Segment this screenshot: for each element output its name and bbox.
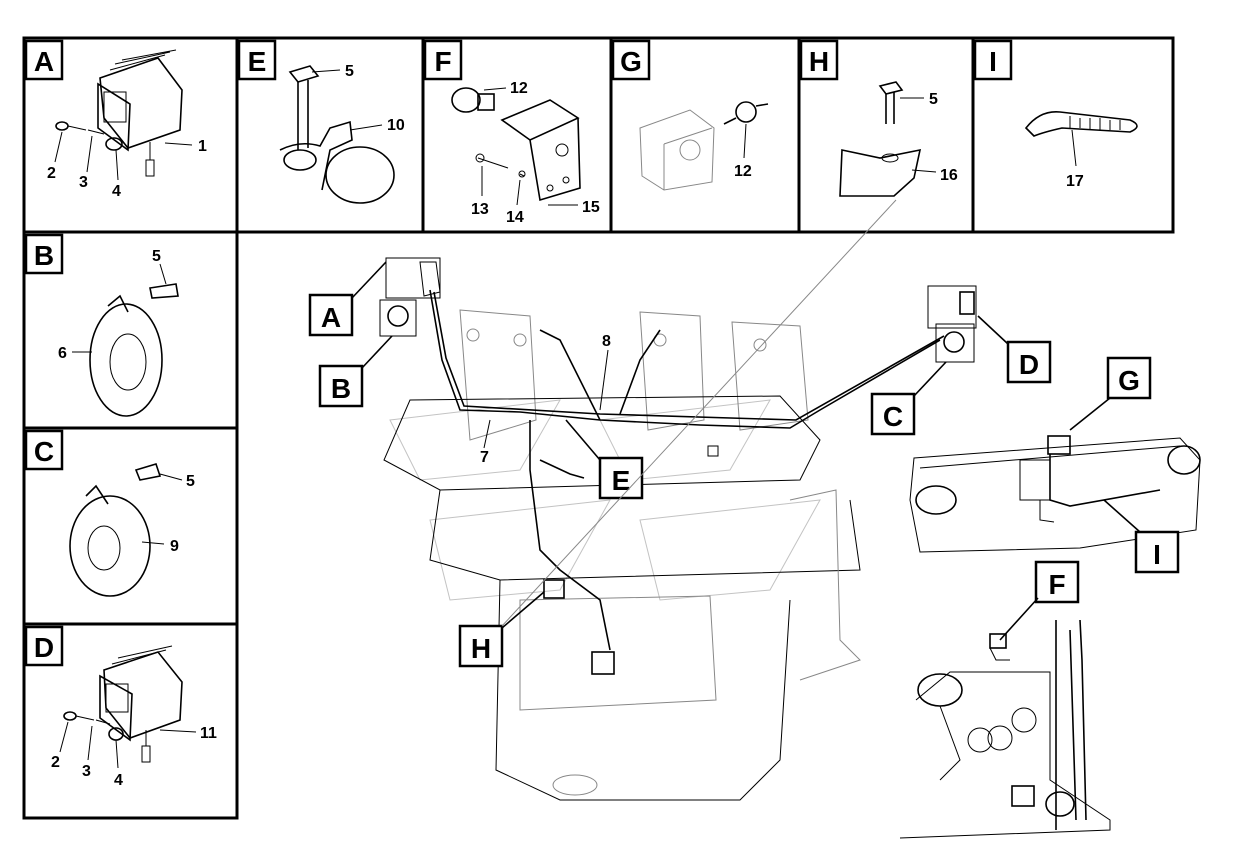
machine-frame bbox=[383, 309, 861, 801]
main-label-f: F bbox=[999, 560, 1080, 641]
screw-washer-icon bbox=[475, 153, 526, 178]
callout-2: 2 bbox=[51, 754, 60, 771]
callout-15: 15 bbox=[582, 199, 600, 216]
main-label-c: C bbox=[870, 361, 947, 436]
panel-letter: I bbox=[989, 46, 997, 77]
connector-bracket-icon bbox=[839, 148, 922, 197]
callout-13: 13 bbox=[471, 201, 489, 218]
panel-a: A 1 2 3 4 bbox=[22, 36, 239, 234]
bolt-icon bbox=[288, 65, 320, 150]
main-label-h: H bbox=[458, 199, 897, 668]
pipe-clamp-icon bbox=[279, 120, 395, 204]
switch-icon bbox=[723, 101, 769, 125]
lamp-location-d bbox=[927, 285, 977, 329]
panel-f: F 12 13 14 15 bbox=[421, 36, 613, 234]
lamp-small-parts-icon bbox=[55, 121, 123, 151]
svg-text:E: E bbox=[612, 465, 631, 496]
horn-icon bbox=[69, 463, 162, 597]
watermark-logo bbox=[389, 399, 821, 601]
callout-1: 1 bbox=[198, 138, 207, 155]
callout-5: 5 bbox=[152, 248, 161, 265]
callout-11: 11 bbox=[200, 725, 217, 742]
panel-e: E 5 10 bbox=[235, 36, 425, 234]
svg-text:H: H bbox=[471, 633, 491, 664]
callout-5: 5 bbox=[345, 63, 354, 80]
panel-letter: G bbox=[620, 46, 642, 77]
svg-text:C: C bbox=[883, 401, 903, 432]
panel-g: G 12 bbox=[609, 36, 801, 234]
main-label-d: D bbox=[977, 315, 1052, 384]
svg-text:A: A bbox=[321, 302, 341, 333]
callout-4: 4 bbox=[114, 772, 123, 789]
callout-7: 7 bbox=[480, 449, 489, 466]
callout-6: 6 bbox=[58, 345, 67, 362]
main-label-i: I bbox=[1103, 499, 1180, 574]
switch-cover-icon bbox=[639, 109, 715, 191]
mounting-bracket-icon bbox=[500, 99, 581, 202]
callout-16: 16 bbox=[940, 167, 958, 184]
horn-icon bbox=[89, 283, 179, 417]
callout-12: 12 bbox=[510, 80, 528, 97]
work-lamp-icon bbox=[99, 645, 183, 763]
callout-3: 3 bbox=[82, 763, 91, 780]
callout-14: 14 bbox=[506, 209, 524, 226]
main-label-a: A bbox=[308, 261, 387, 337]
svg-text:D: D bbox=[1019, 349, 1039, 380]
panel-letter: H bbox=[809, 46, 829, 77]
lamp-small-parts-icon bbox=[63, 711, 124, 741]
callout-5: 5 bbox=[929, 91, 938, 108]
bolt-icon bbox=[878, 81, 904, 124]
callout-10: 10 bbox=[387, 117, 405, 134]
panel-h: H 5 16 bbox=[797, 36, 975, 234]
callout-9: 9 bbox=[170, 538, 179, 555]
horn-location-b bbox=[379, 299, 417, 337]
callout-3: 3 bbox=[79, 174, 88, 191]
main-label-g: G bbox=[1069, 356, 1152, 431]
lamp-location-a bbox=[385, 257, 441, 299]
work-lamp-icon bbox=[97, 49, 183, 177]
panel-b: B 5 6 bbox=[22, 230, 239, 430]
svg-text:G: G bbox=[1118, 365, 1140, 396]
horn-location-c bbox=[935, 323, 975, 363]
panel-letter: B bbox=[34, 240, 54, 271]
panel-letter: D bbox=[34, 632, 54, 663]
panel-i: I 17 bbox=[971, 36, 1175, 234]
callout-2: 2 bbox=[47, 165, 56, 182]
svg-text:F: F bbox=[1048, 569, 1065, 600]
panel-letter: F bbox=[434, 46, 451, 77]
wiring-harness bbox=[429, 289, 945, 675]
callout-4: 4 bbox=[112, 183, 121, 200]
callout-17: 17 bbox=[1066, 173, 1084, 190]
callout-5: 5 bbox=[186, 473, 195, 490]
callout-12: 12 bbox=[734, 163, 752, 180]
svg-text:I: I bbox=[1153, 539, 1161, 570]
panel-d: D 11 2 3 4 bbox=[22, 622, 239, 820]
main-label-b: B bbox=[318, 335, 393, 408]
panel-letter: A bbox=[34, 46, 54, 77]
panel-letter: C bbox=[34, 436, 54, 467]
callout-8: 8 bbox=[602, 333, 611, 350]
cable-tie-icon bbox=[1024, 111, 1138, 137]
svg-text:B: B bbox=[331, 373, 351, 404]
panel-c: C 5 9 bbox=[22, 426, 239, 626]
switch-icon bbox=[451, 87, 495, 113]
panel-letter: E bbox=[248, 46, 267, 77]
cab-detail bbox=[899, 619, 1111, 839]
